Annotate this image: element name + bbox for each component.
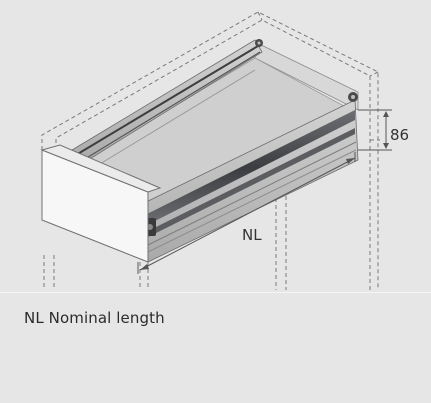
height-dimension <box>358 109 392 151</box>
caption-text: NL Nominal length <box>24 309 165 327</box>
cabinet-outline <box>41 11 379 290</box>
drawer-front-panel <box>40 144 162 263</box>
length-dimension <box>137 152 356 274</box>
height-label: 86 <box>390 126 409 144</box>
near-drawer-side <box>139 92 359 263</box>
far-drawer-side <box>71 39 263 171</box>
cabinet-outline-front <box>139 139 380 290</box>
divider <box>0 292 431 293</box>
length-label: NL <box>242 226 262 244</box>
drawer-diagram: 86 NL <box>40 11 409 290</box>
